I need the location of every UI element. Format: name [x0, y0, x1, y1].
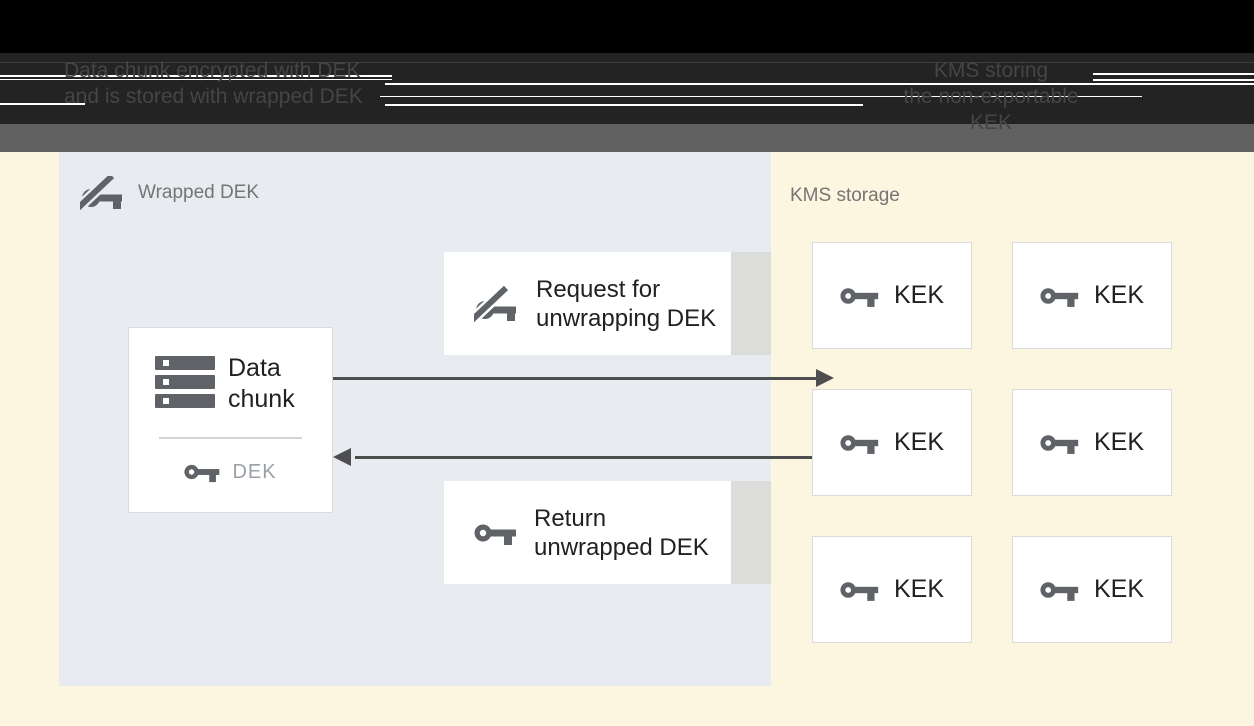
right-caption-line1: KMS storing: [933, 59, 1049, 82]
return-arrow-head: [333, 448, 351, 466]
right-caption-line2: the non-exportable KEK: [903, 85, 1079, 134]
left-caption: Data chunk encrypted with DEK and is sto…: [64, 58, 363, 110]
dek-key-icon: [184, 464, 220, 483]
kek-box: KEK: [812, 536, 972, 643]
data-chunk-header: Data chunk: [155, 354, 310, 415]
wrapped-key-icon: [474, 285, 516, 322]
kek-box: KEK: [1012, 242, 1172, 349]
key-icon: [840, 581, 879, 601]
left-caption-line1: Data chunk encrypted with DEK: [64, 59, 361, 82]
key-icon: [1040, 434, 1079, 454]
streak-artifact: [385, 104, 863, 106]
streak-artifact: [1093, 73, 1254, 75]
kek-label: KEK: [1093, 281, 1145, 309]
streak-artifact: [385, 83, 1254, 85]
kms-storage-label: KMS storage: [790, 185, 900, 206]
streak-artifact: [0, 75, 392, 77]
dek-row: DEK: [129, 460, 332, 484]
request-arrow-head: [816, 369, 834, 387]
data-chunk-title: Data chunk: [228, 354, 295, 413]
header-gray-band: [0, 124, 1254, 152]
key-icon: [1040, 287, 1079, 307]
key-icon: [474, 524, 516, 545]
key-icon: [1040, 581, 1079, 601]
request-box-strip: [731, 252, 771, 355]
return-unwrap-label: Return unwrapped DEK: [534, 504, 709, 561]
kek-label: KEK: [893, 575, 945, 603]
request-unwrap-box: Request for unwrapping DEK: [444, 252, 731, 355]
request-arrow-line: [333, 377, 816, 380]
kek-box: KEK: [1012, 389, 1172, 496]
streak-artifact: [0, 103, 85, 105]
wrapped-dek-label: Wrapped DEK: [80, 176, 259, 210]
header-dark-band: Data chunk encrypted with DEK and is sto…: [0, 53, 1254, 134]
data-chunk-icon: [155, 356, 215, 408]
streak-artifact: [380, 96, 1142, 97]
kek-label: KEK: [1093, 575, 1145, 603]
key-icon: [840, 434, 879, 454]
kek-box: KEK: [1012, 536, 1172, 643]
key-icon: [840, 287, 879, 307]
wrapped-dek-label-text: Wrapped DEK: [138, 182, 260, 203]
kek-box: KEK: [812, 389, 972, 496]
request-unwrap-label: Request for unwrapping DEK: [536, 275, 717, 332]
left-caption-line2: and is stored with wrapped DEK: [64, 85, 363, 108]
streak-artifact: [0, 79, 392, 80]
return-box-strip: [731, 481, 771, 584]
kms-storage-grid: KEK KEK KEK KEK KEK KEK: [812, 242, 1172, 643]
kek-label: KEK: [893, 281, 945, 309]
streak-artifact: [0, 62, 1254, 63]
return-arrow-line: [355, 456, 830, 459]
right-caption: KMS storing the non-exportable KEK: [880, 58, 1102, 136]
kek-box: KEK: [812, 242, 972, 349]
return-unwrap-box: Return unwrapped DEK: [444, 481, 731, 584]
kek-label: KEK: [1093, 428, 1145, 456]
streak-artifact: [1093, 79, 1254, 81]
kek-label: KEK: [893, 428, 945, 456]
dek-label: DEK: [232, 460, 277, 483]
wrapped-dek-panel: Wrapped DEK Data chunk: [59, 152, 834, 686]
data-chunk-box: Data chunk DEK: [128, 327, 333, 513]
wrapped-key-icon: [80, 176, 122, 210]
divider: [159, 437, 302, 439]
header-black-band: [0, 0, 1254, 53]
